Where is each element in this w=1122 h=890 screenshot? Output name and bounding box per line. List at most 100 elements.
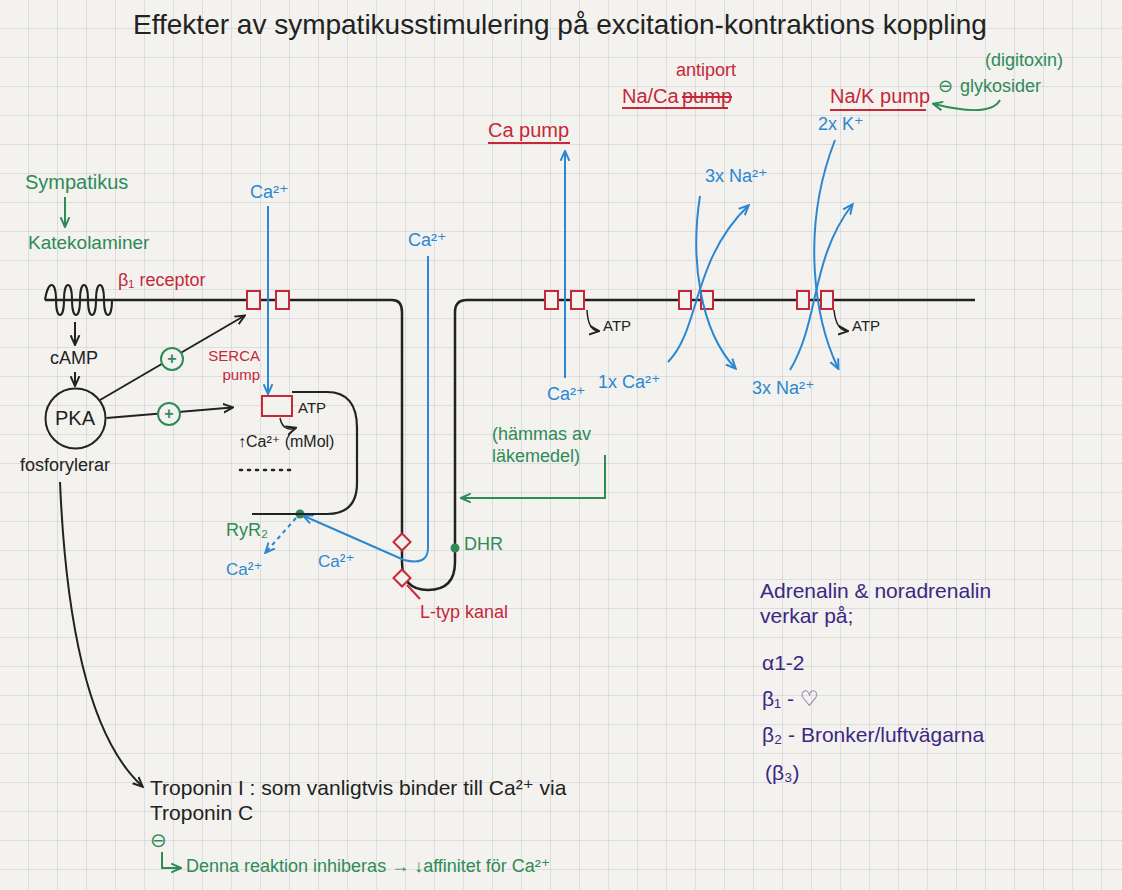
underline — [622, 107, 728, 109]
ion-label: Ca²⁺ — [408, 230, 447, 250]
label-holder: Adrenalin & noradrenalin verkar på; — [760, 578, 1020, 628]
label-holder: Troponin I : som vanligtvis binder till … — [150, 775, 640, 825]
label-holder: ATP — [298, 398, 326, 417]
label-holder: (hämmas av läkemedel) — [492, 424, 622, 467]
arrow — [934, 100, 1000, 110]
label-holder: 2x K⁺ — [818, 114, 864, 136]
label-holder: Katekolaminer — [28, 232, 149, 255]
label-holder: DHR — [464, 534, 503, 556]
transporter-name: Na/K pump — [830, 85, 930, 107]
label-holder: Denna reaktion inhiberas → ↓affinitet fö… — [186, 856, 550, 878]
drug-note: (digitoxin) — [985, 50, 1063, 70]
label-holder: Ca²⁺ — [318, 552, 354, 572]
ion-label: 2x K⁺ — [818, 114, 864, 134]
pump-symbol — [571, 291, 584, 309]
sodium-arrow — [790, 205, 852, 370]
calcium-arrow — [564, 152, 566, 378]
pump-symbol — [797, 291, 809, 309]
calcium-arrow — [267, 206, 269, 393]
l-type-channel — [394, 570, 411, 587]
channel-symbol — [276, 291, 289, 309]
serca-symbol — [262, 396, 292, 416]
label-holder: 3x Na²⁺ — [752, 378, 815, 400]
atp-label: ATP — [603, 317, 631, 334]
membrane-outline — [232, 388, 362, 518]
label-holder: ⊖ — [150, 828, 167, 852]
note-text: Denna reaktion inhiberas → ↓affinitet fö… — [186, 856, 550, 876]
l-type-channel — [394, 534, 411, 551]
struck-word: pump — [682, 85, 732, 107]
label-holder: Ca²⁺ — [226, 560, 262, 580]
reticulum-outline: ↑Ca²⁺ (mMol) — [232, 388, 362, 518]
label-holder: glykosider — [960, 76, 1041, 98]
dhr-dot — [451, 544, 460, 553]
label-holder: cAMP — [50, 348, 98, 370]
arrow — [162, 852, 180, 868]
ion-label: 1x Ca²⁺ — [598, 372, 661, 392]
underline — [488, 142, 570, 144]
note-text: Adrenalin & noradrenalin verkar på; — [760, 579, 991, 627]
atp-label: ATP — [852, 317, 880, 334]
ion-label: Ca²⁺ — [250, 182, 289, 202]
ion-label: 3x Na²⁺ — [705, 166, 768, 186]
calcium-arrow — [668, 206, 748, 362]
label-holder: 1x Ca²⁺ — [598, 372, 661, 394]
label-holder: Ca²⁺ — [250, 182, 289, 204]
label-holder: Ca²⁺ — [547, 384, 586, 406]
transporter-name: antiport — [676, 60, 736, 80]
dots — [240, 469, 292, 472]
label-holder: antiport — [676, 60, 736, 82]
label-holder: α1-2 — [762, 650, 805, 675]
ion-label: 3x Na²⁺ — [752, 378, 815, 398]
cell-membrane — [45, 300, 975, 590]
receptor-label: β₁ receptor — [118, 270, 205, 290]
antiport-symbol — [679, 291, 691, 309]
atp-curl — [834, 310, 847, 331]
label-holder: + — [160, 347, 184, 371]
label-holder: Ca²⁺ — [408, 230, 447, 252]
nerve-label: Sympatikus — [25, 171, 128, 193]
calcium-arrow — [266, 518, 296, 552]
transporter-name: Na/Ca — [622, 85, 679, 107]
label-holder: RyR₂ — [226, 520, 268, 542]
note-text: Troponin I : som vanligtvis binder till … — [150, 776, 566, 824]
note-text: β₂ - Bronker/luftvägarna — [762, 723, 984, 746]
label-holder: L-typ kanal — [420, 602, 508, 624]
leader-line — [407, 585, 420, 599]
label-holder: fosforylerar — [20, 455, 110, 477]
label-holder: SERCA pump — [186, 346, 260, 384]
enzyme-circle: PKA — [44, 387, 107, 450]
receptor-label: RyR₂ — [226, 520, 268, 540]
messenger-label: cAMP — [50, 348, 98, 368]
label-holder: ATP — [852, 316, 880, 335]
circle-line — [45, 388, 105, 448]
label-holder: 3x Na²⁺ — [705, 166, 768, 188]
receptor-coil — [45, 285, 112, 315]
label-holder: ⊖ — [938, 76, 953, 98]
ion-label: Ca²⁺ — [547, 384, 586, 404]
label-holder: ATP — [603, 316, 631, 335]
enzyme-name: PKA — [55, 406, 95, 430]
transporter-name: Ca pump — [488, 119, 569, 141]
hormone-label: Katekolaminer — [28, 232, 149, 253]
note-text: α1-2 — [762, 651, 805, 674]
receptor-label: DHR — [464, 534, 503, 554]
label-holder: Sympatikus — [25, 170, 128, 194]
concentration-note: ↑Ca²⁺ (mMol) — [238, 432, 334, 451]
arrow — [74, 372, 76, 385]
plus-sign: + — [157, 402, 181, 426]
ion-label: Ca²⁺ — [318, 552, 354, 571]
pump-symbol — [545, 291, 558, 309]
label-holder: (digitoxin) — [985, 50, 1063, 72]
inhibit-sign: ⊖ — [938, 76, 953, 96]
channel-symbol — [247, 291, 260, 309]
atp-label: ATP — [298, 399, 326, 416]
label-holder: β₁ receptor — [118, 270, 205, 292]
ion-label: Ca²⁺ — [226, 560, 262, 579]
label-holder: β₂ - Bronker/luftvägarna — [762, 722, 984, 747]
arrow — [60, 482, 142, 786]
